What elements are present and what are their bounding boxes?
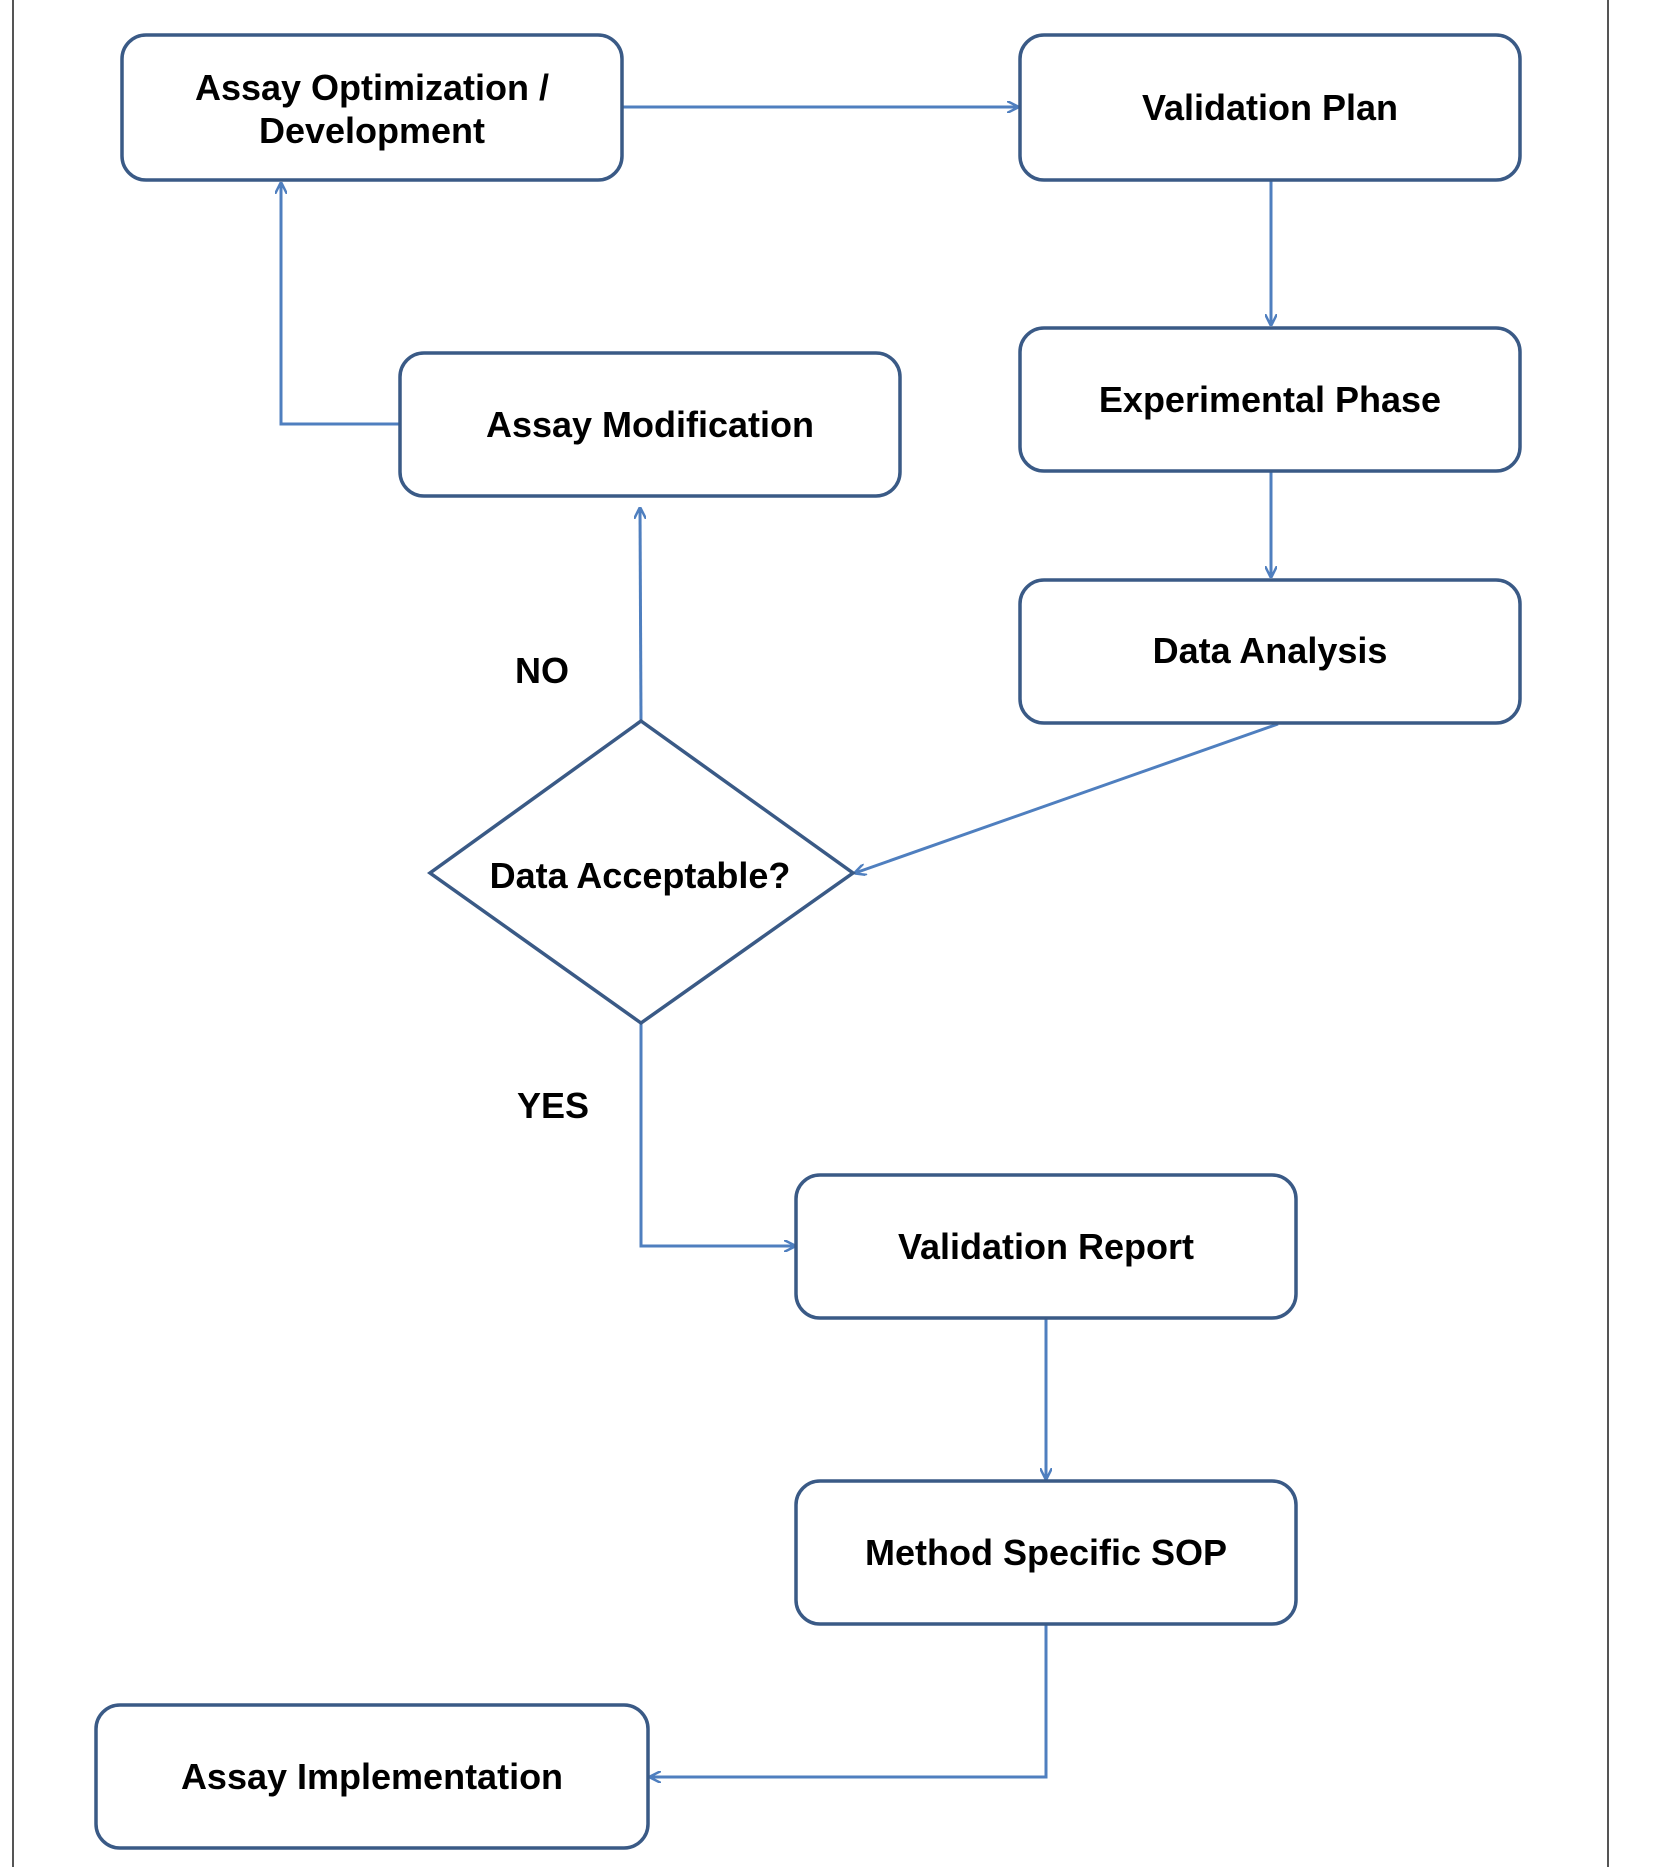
assay-optimization-label-line1: Assay Optimization / (195, 67, 549, 108)
data-analysis-label: Data Analysis (1153, 630, 1388, 671)
edge-label-yes: YES (517, 1085, 589, 1126)
experimental-phase-box (1018, 326, 1522, 473)
assay-optimization-box (120, 33, 624, 182)
assay-modification-label: Assay Modification (486, 404, 814, 445)
assay-modification-box (398, 351, 902, 498)
node-data-acceptable: Data Acceptable? (426, 718, 857, 1026)
connectors (281, 107, 1279, 1777)
node-validation-report: Validation Report (794, 1173, 1298, 1320)
assay-optimization-label-line2: Development (259, 110, 485, 151)
validation-plan-box (1018, 33, 1522, 182)
connector-analysis-to-decision (855, 722, 1279, 873)
experimental-phase-label: Experimental Phase (1099, 379, 1441, 420)
assay-implementation-label: Assay Implementation (181, 1756, 563, 1797)
connector-decision-to-report (639, 1023, 795, 1246)
edge-label-no: NO (515, 650, 569, 691)
data-acceptable-label: Data Acceptable? (490, 855, 791, 896)
node-assay-implementation: Assay Implementation (94, 1703, 650, 1850)
connector-decision-to-modification (640, 508, 641, 722)
validation-report-label: Validation Report (898, 1226, 1194, 1267)
method-specific-sop-label: Method Specific SOP (865, 1532, 1227, 1573)
validation-report-box (794, 1173, 1298, 1320)
node-experimental-phase: Experimental Phase (1018, 326, 1522, 473)
node-validation-plan: Validation Plan (1018, 33, 1522, 182)
method-specific-sop-box (794, 1479, 1298, 1626)
validation-plan-label: Validation Plan (1142, 87, 1398, 128)
connector-sop-to-implementation (650, 1624, 1048, 1777)
node-data-analysis: Data Analysis (1018, 578, 1522, 725)
data-analysis-box (1018, 578, 1522, 725)
node-method-specific-sop: Method Specific SOP (794, 1479, 1298, 1626)
connector-modification-to-optimization (281, 183, 400, 426)
assay-implementation-box (94, 1703, 650, 1850)
decision-diamond (426, 718, 857, 1026)
node-assay-modification: Assay Modification (398, 351, 902, 498)
node-assay-optimization: Assay Optimization / Development (120, 33, 624, 182)
